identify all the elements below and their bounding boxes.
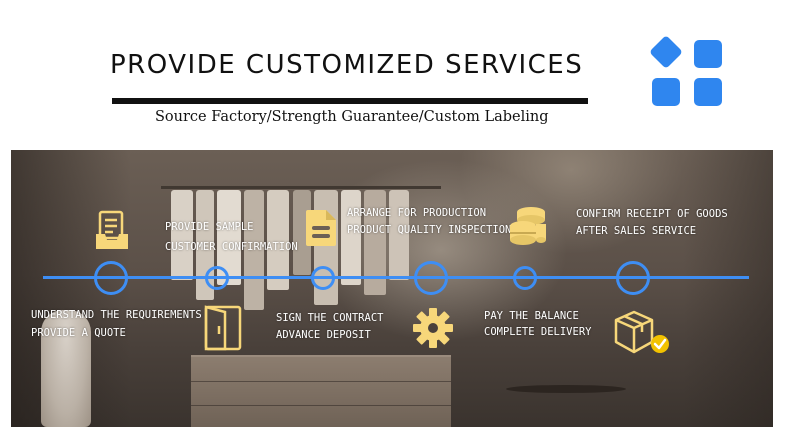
- timeline-node-5: [513, 266, 537, 290]
- clothes-rail: [161, 186, 441, 189]
- step-5-line-1: PAY THE BALANCE: [484, 310, 579, 322]
- side-table: [506, 385, 626, 393]
- coin-stack-icon: [510, 207, 546, 245]
- hanging-garment: [244, 190, 264, 310]
- timeline-node-6: [616, 261, 650, 295]
- step-2-line-2: CUSTOMER CONFIRMATION: [165, 241, 298, 253]
- step-1-line-1: UNDERSTAND THE REQUIREMENTS: [31, 309, 202, 321]
- document-icon: [306, 210, 336, 246]
- page-title: PROVIDE CUSTOMIZED SERVICES: [110, 50, 584, 80]
- process-panel: [11, 150, 773, 427]
- drawer-cabinet: [191, 355, 451, 427]
- hanging-garment: [389, 190, 409, 280]
- page-subtitle: Source Factory/Strength Guarantee/Custom…: [155, 109, 549, 125]
- timeline-node-1: [94, 261, 128, 295]
- step-6-line-2: AFTER SALES SERVICE: [576, 225, 697, 237]
- timeline-node-2: [205, 266, 229, 290]
- step-2-line-1: PROVIDE SAMPLE: [165, 221, 254, 233]
- timeline-node-4: [414, 261, 448, 295]
- hanging-garment: [364, 190, 386, 295]
- package-check-icon: [614, 310, 669, 354]
- step-4-line-1: ARRANGE FOR PRODUCTION: [347, 207, 487, 219]
- hanging-garment: [171, 190, 193, 280]
- timeline-node-3: [311, 266, 335, 290]
- timeline-line: [43, 276, 749, 279]
- step-5-line-2: COMPLETE DELIVERY: [484, 326, 592, 338]
- step-6-line-1: CONFIRM RECEIPT OF GOODS: [576, 208, 728, 220]
- hanging-garment: [267, 190, 289, 290]
- step-3-line-2: ADVANCE DEPOSIT: [276, 329, 371, 341]
- mannequin: [41, 310, 91, 427]
- door-icon: [204, 305, 242, 351]
- apps-grid-icon: [650, 36, 722, 106]
- gear-icon: [413, 308, 453, 348]
- background-shadow-right: [683, 150, 773, 427]
- step-4-line-2: PRODUCT QUALITY INSPECTION: [347, 224, 512, 236]
- step-1-line-2: PROVIDE A QUOTE: [31, 327, 126, 339]
- hanging-garment: [341, 190, 361, 285]
- title-underline: [112, 98, 588, 104]
- step-3-line-1: SIGN THE CONTRACT: [276, 312, 384, 324]
- clipboard-tray-icon: [96, 210, 128, 249]
